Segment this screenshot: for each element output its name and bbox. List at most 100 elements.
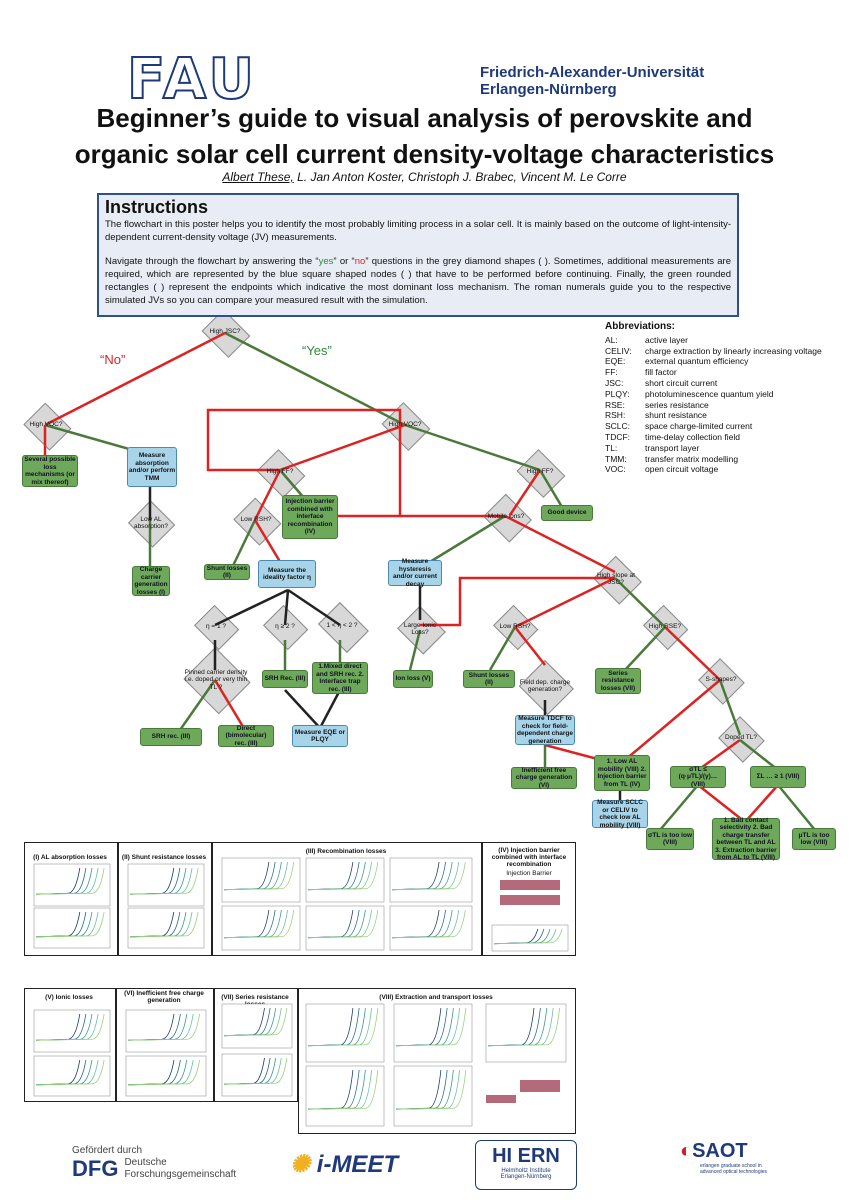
abbreviation-item: RSE:series resistance (605, 400, 845, 411)
jv-curve (223, 1007, 288, 1037)
abbreviation-item: AL:active layer (605, 335, 845, 346)
abbreviation-item: TMM:transfer matrix modelling (605, 454, 845, 465)
abbreviation-key: FF: (605, 367, 618, 378)
dfg-name-2: Forschungsgemeinschaft (124, 1169, 237, 1180)
end-series-resistance: Series resistance losses (VII) (595, 668, 641, 694)
diamond-high-voc-right-label: High VOC? (388, 421, 422, 429)
diamond-field-dep-label: Field dep. charge generation? (519, 678, 571, 694)
fau-logo: FAU (126, 47, 258, 112)
diamond-eta-2: η ≥ 2 ? (262, 608, 308, 646)
jv-curve (307, 861, 379, 891)
panel-inefficient-title: (VI) Inefficient free charge generation (124, 990, 204, 1004)
measure-absorption: Measure absorption and/or perform TMM (127, 447, 177, 487)
hiern-sub-1: Helmholtz Institute (501, 1168, 551, 1174)
end-injection-barrier: Injection barrier combined with interfac… (282, 495, 338, 539)
abbreviation-item: SCLC:space charge-limited current (605, 421, 845, 432)
abbreviation-item: VOC:open circuit voltage (605, 464, 845, 475)
jv-curve (395, 1069, 467, 1110)
jv-plot-frame (221, 1053, 293, 1097)
diamond-high-ff-right: High FF? (515, 452, 565, 492)
abbreviation-value: fill factor (645, 367, 677, 378)
panel-ionic-title: (V) Ionic losses (45, 994, 93, 1001)
instructions-heading: Instructions (105, 197, 209, 217)
saot-text: SAOT (692, 1140, 748, 1162)
abbreviation-item: PLQY:photoluminescence quantum yield (605, 389, 845, 400)
abbreviation-key: TL: (605, 442, 618, 453)
diamond-high-voc-left-label: High VOC? (29, 421, 63, 429)
jv-plot-frame (221, 1003, 293, 1049)
hiern-text: HI ERN (492, 1145, 560, 1167)
end-mu-low: μTL is too low (VIII) (792, 828, 836, 850)
jv-plot-frame (33, 1055, 111, 1097)
diamond-eta-2-label: η ≥ 2 ? (275, 623, 295, 631)
jv-plot-frame (221, 857, 301, 903)
panel-injection-barrier-label: Injection Barrier (506, 870, 552, 877)
abbreviation-key: TMM: (605, 453, 627, 464)
abbreviation-item: JSC:short circuit current (605, 378, 845, 389)
jv-plot-frame (389, 857, 473, 903)
jv-plot-frame (125, 1055, 207, 1097)
instructions-box: Instructions The flowchart in this poste… (97, 193, 739, 317)
diamond-s-shapes: S-shapes? (698, 660, 744, 700)
authors-rest: L. Jan Anton Koster, Christoph J. Brabec… (293, 170, 627, 184)
diamond-eta-1-2-label: 1 < η < 2 ? (326, 622, 358, 630)
p2-a: Navigate through the flowchart by answer… (105, 256, 319, 267)
diamond-large-ionic-label: Large Ionic Loss? (403, 621, 437, 637)
edge-f1-no (697, 784, 746, 823)
jv-curve (35, 911, 105, 938)
end-srh-rec-2: SRH Rec. (III) (262, 670, 308, 688)
jv-plot-frame (33, 1009, 111, 1053)
jv-plot-frame (305, 1003, 385, 1063)
jv-plot-frame (305, 905, 385, 951)
end-sigma-low: σTL is too low (VIII) (646, 828, 694, 850)
abbreviation-value: charge extraction by linearly increasing… (645, 345, 822, 356)
jv-curve (391, 861, 466, 891)
diamond-high-voc-left: High VOC? (22, 405, 70, 445)
jv-plot-frame (389, 905, 473, 951)
band-diagram-layer (520, 1080, 560, 1092)
diamond-pinned: Pinned carrier density i.e. doped or ver… (183, 650, 249, 710)
jv-plot-frame (393, 1003, 473, 1063)
jv-curve (129, 911, 199, 938)
abbreviation-value: photoluminescence quantum yield (645, 388, 774, 399)
diamond-high-jsc: High JSC? (200, 312, 250, 352)
university-line2: Erlangen-Nürnberg (480, 81, 617, 98)
university-name: Friedrich-Alexander-Universität Erlangen… (480, 64, 704, 98)
diamond-mobile-ions: Mobile ions? (482, 496, 530, 538)
saot-sub: erlangen graduate school in advanced opt… (700, 1163, 767, 1175)
abbreviation-value: time-delay collection field (645, 431, 740, 442)
edge-no-jsc (44, 331, 226, 427)
diamond-field-dep: Field dep. charge generation? (518, 662, 572, 710)
author-main: Albert These, (222, 170, 294, 184)
no-label: “No” (100, 352, 126, 367)
jv-plot-frame (125, 1009, 207, 1053)
simulated-jv-plots (33, 857, 569, 1127)
dfg-name-1: Deutsche (124, 1157, 167, 1168)
abbreviations-heading: Abbreviations: (605, 321, 676, 332)
abbreviation-item: CELIV: charge extraction by linearly incr… (605, 346, 845, 357)
yes-label: “Yes” (302, 343, 332, 358)
jv-plot-frame (393, 1065, 473, 1127)
title-line2: organic solar cell current density-volta… (74, 139, 775, 169)
end-formula-2: ΣL … ≥ 1 (VIII) (750, 766, 806, 788)
jv-curve (493, 928, 563, 945)
end-charge-generation: Charge carrier generation losses (I) (132, 566, 170, 596)
panel-recombination-title: (III) Recombination losses (305, 848, 387, 855)
diamond-high-ff-left: High FF? (255, 452, 305, 492)
hiern-logo: HI ERN Helmholtz Institute Erlangen-Nürn… (475, 1140, 577, 1190)
abbreviation-item: RSH:shunt resistance (605, 410, 845, 421)
abbreviation-key: CELIV: (605, 345, 632, 356)
measure-sclc: Measure SCLC or CELIV to check low AL mo… (592, 799, 648, 829)
jv-curve (35, 1059, 105, 1086)
diamond-eta-1-label: η = 1 ? (205, 623, 227, 631)
poster-title: Beginner’s guide to visual analysis of p… (0, 100, 849, 172)
band-diagram-layer (486, 1095, 516, 1103)
jv-curve (391, 909, 466, 939)
diamond-eta-1: η = 1 ? (193, 608, 239, 646)
measure-ideality: Measure the ideality factor η (258, 560, 316, 588)
abbreviation-value: active layer (645, 334, 688, 345)
measure-tdcf: Measure TDCF to check for field-dependen… (515, 715, 575, 745)
jv-plot-frame (485, 1003, 567, 1063)
jv-curve (487, 1007, 560, 1047)
